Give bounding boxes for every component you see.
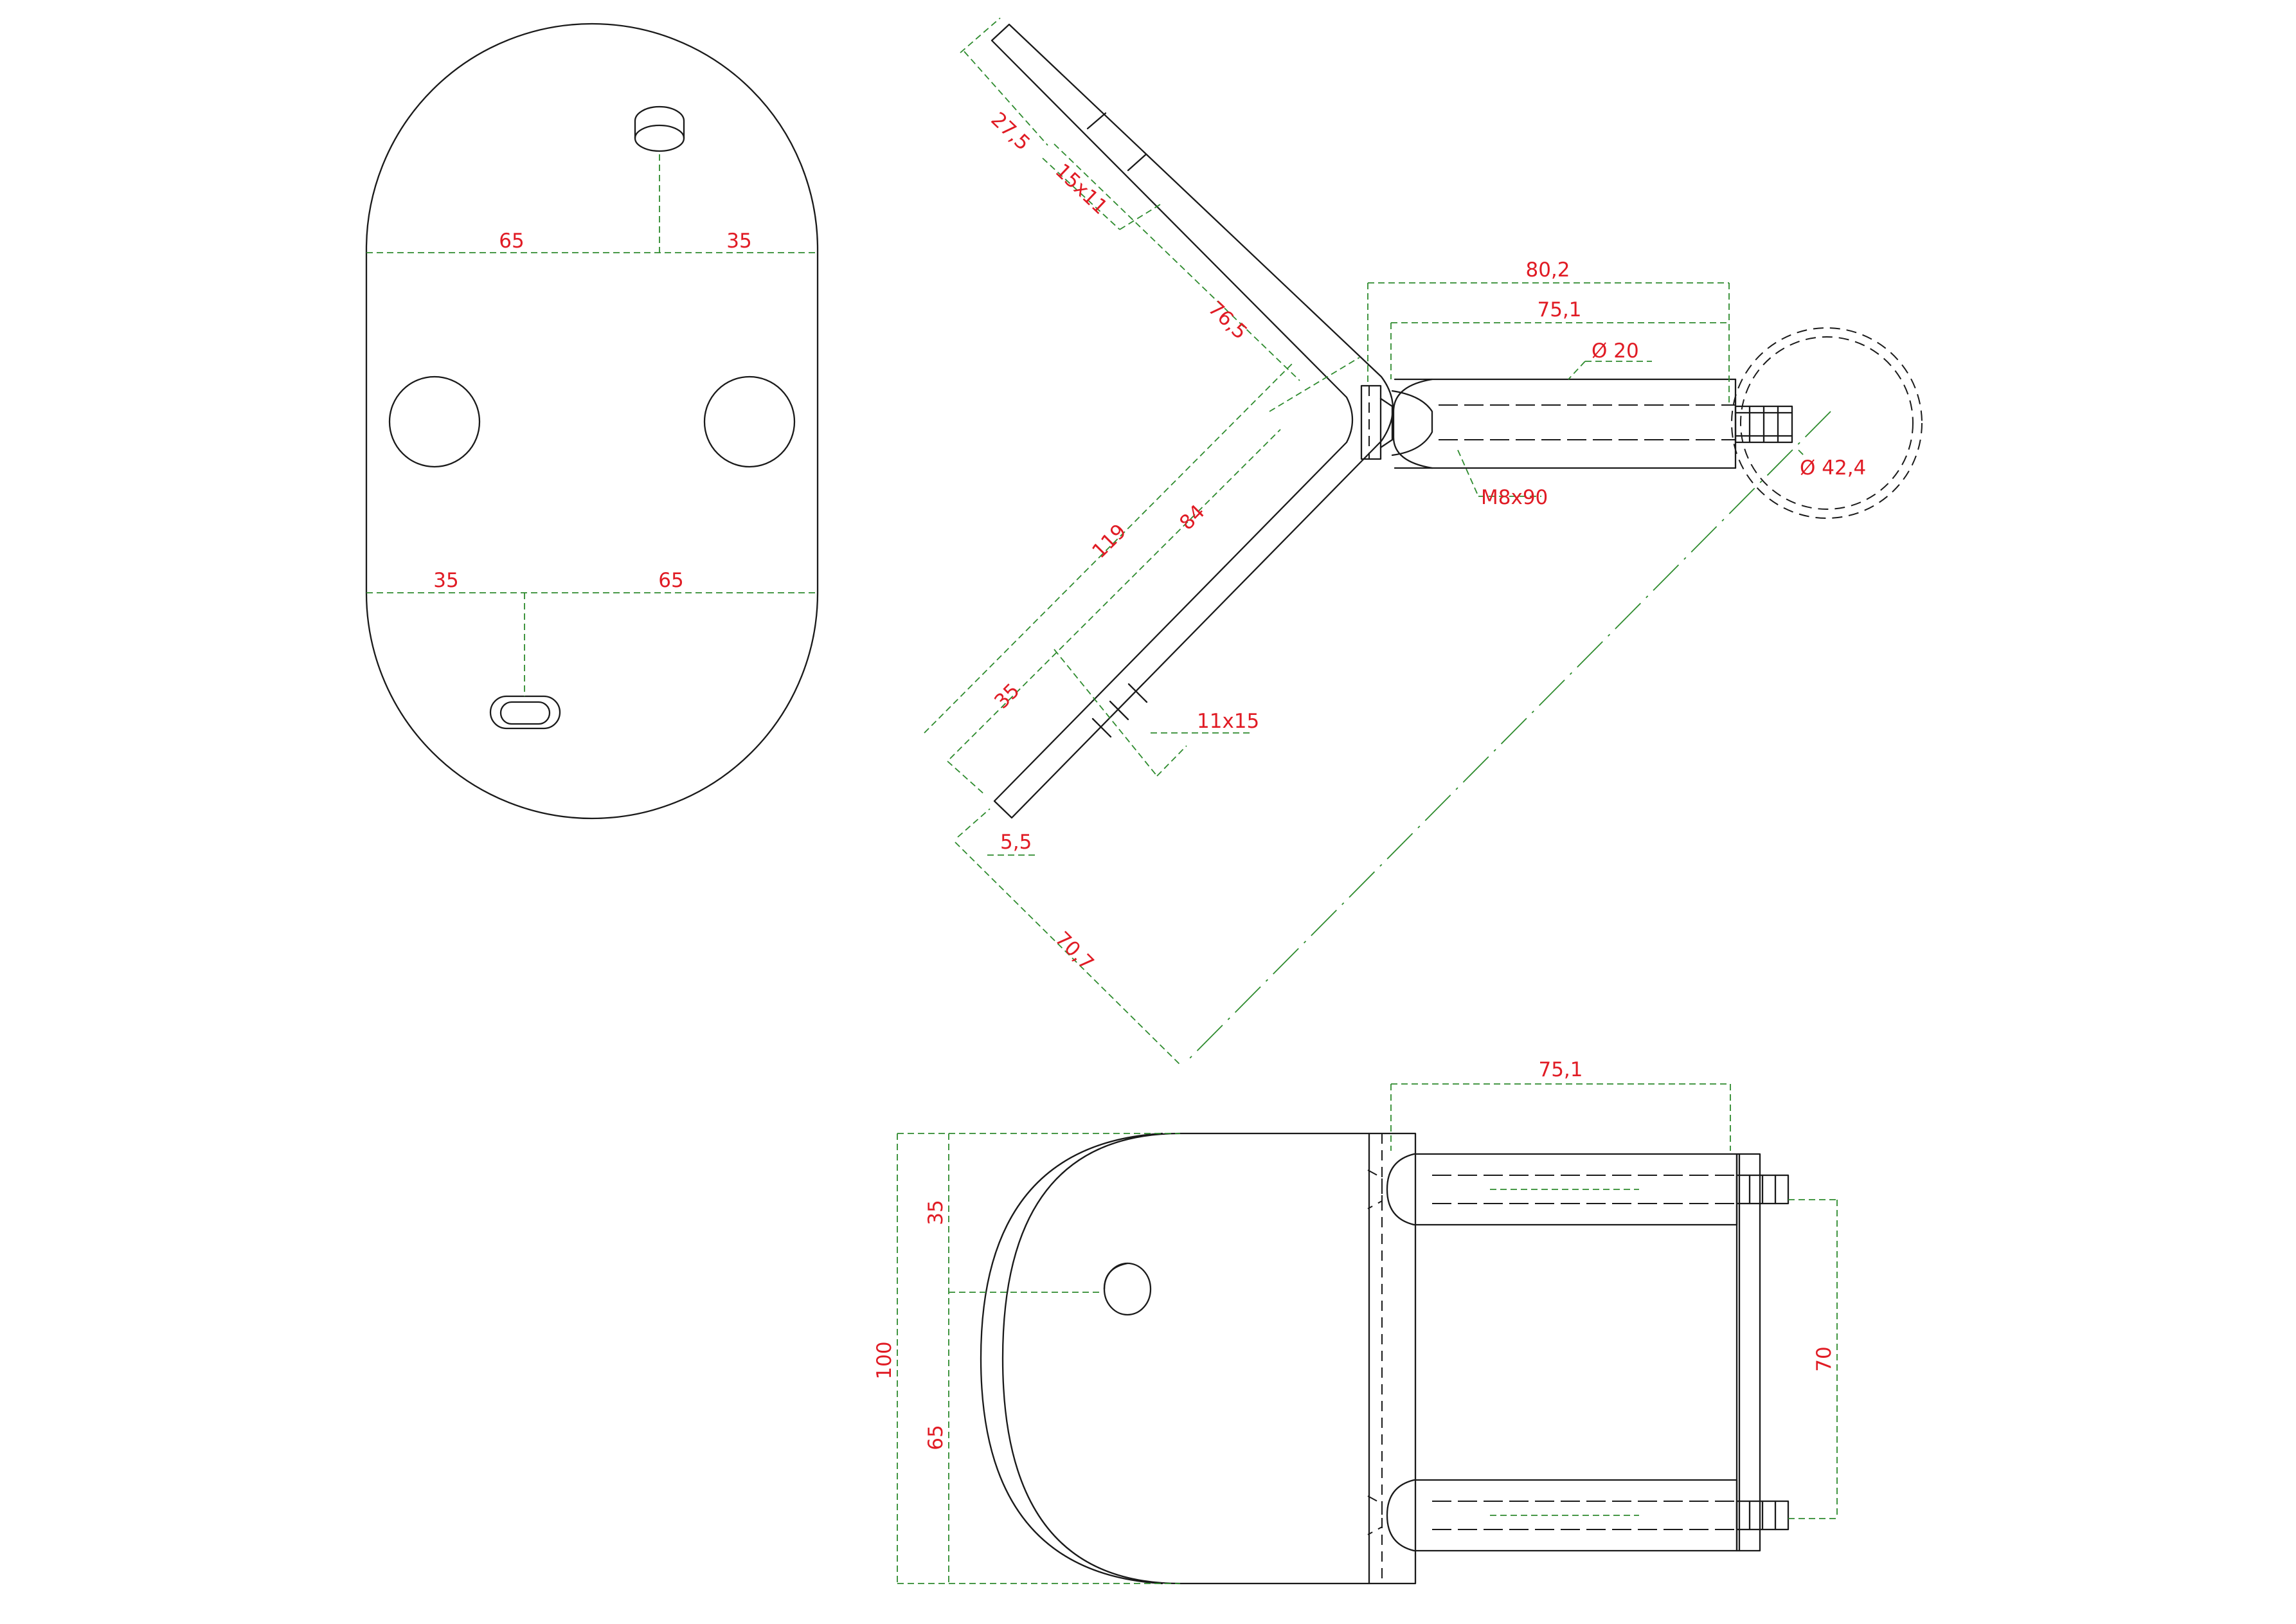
dim-label-dia-20: Ø 20 (1592, 339, 1639, 363)
slot-mark (1091, 717, 1112, 738)
countersunk-bolt-head (1360, 384, 1433, 460)
dim-label-slot-top: 15x11 (1050, 159, 1111, 219)
dim-label-65-bottom: 65 (658, 569, 683, 592)
top-view: 65 35 35 65 (365, 23, 819, 820)
round-rod (1392, 378, 1737, 469)
dim-label-119: 119 (1088, 519, 1131, 563)
small-hole-top (634, 105, 685, 152)
front-rail-plate (1735, 1153, 1761, 1552)
center-axis (1185, 411, 1831, 1063)
front-thread-stud-lower (1735, 1500, 1789, 1531)
dim-label-65-top: 65 (499, 230, 524, 253)
threaded-stud (1734, 405, 1793, 444)
dim-line (1054, 143, 1300, 381)
dim-label-80-2: 80,2 (1525, 258, 1570, 282)
dim-line-84 (949, 429, 1281, 759)
dim-line (960, 17, 1001, 53)
slot-mark (1086, 112, 1107, 130)
dim-line (1119, 204, 1161, 230)
dim-label-35-top: 35 (726, 230, 751, 253)
dim-leader-thread (1457, 449, 1479, 497)
dim-leader-dia-42 (1798, 449, 1806, 457)
front-dim-label-100: 100 (873, 1341, 896, 1379)
dim-line (964, 51, 1048, 146)
dim-line (1054, 649, 1158, 777)
dim-line-119 (924, 363, 1293, 734)
dim-label-35-bottom: 35 (433, 569, 458, 592)
handrail-tube (1731, 327, 1923, 519)
front-thread-stud-upper (1735, 1174, 1789, 1205)
bracket-outline (991, 23, 1394, 819)
plate-edge-arc (980, 1132, 1163, 1585)
front-plate-outline (1001, 1132, 1417, 1585)
dim-line-70-7 (955, 842, 1181, 1065)
mounting-hole-left (388, 375, 481, 468)
dim-leader-dia-20 (1568, 361, 1586, 380)
dim-label-thread: M8x90 (1481, 486, 1548, 509)
dim-label-slot-bottom: 11x15 (1197, 710, 1259, 733)
dim-label-35: 35 (990, 679, 1024, 713)
dim-line (1042, 158, 1120, 230)
front-dim-label-65: 65 (924, 1425, 947, 1450)
dim-line (1156, 745, 1187, 777)
plate-outline (365, 23, 819, 820)
dim-line (947, 761, 985, 795)
slot-hole-bottom (489, 695, 561, 730)
front-dim-label-75-1: 75,1 (1538, 1058, 1583, 1081)
side-view: 27,5 15x11 76,5 119 84 35 11x15 5,5 70,7… (924, 17, 1923, 1065)
dim-line (957, 808, 991, 838)
front-rod-lower (1367, 1479, 1738, 1552)
dim-label-dia-42-4: Ø 42,4 (1800, 456, 1866, 480)
dim-label-70-7: 70,7 (1050, 927, 1098, 975)
front-dim-label-70: 70 (1813, 1346, 1836, 1371)
front-rod-upper (1367, 1153, 1738, 1226)
mounting-hole-right (703, 375, 796, 468)
dim-label-75-1: 75,1 (1537, 298, 1581, 321)
front-view: 75,1 100 35 65 70 (873, 1058, 1838, 1585)
slot-mark (1109, 700, 1129, 721)
front-small-hole (1103, 1262, 1152, 1316)
front-dim-label-35: 35 (924, 1200, 947, 1225)
dim-label-5-5: 5,5 (1000, 831, 1032, 854)
dim-label-27-5: 27,5 (986, 108, 1034, 156)
slot-mark (1127, 683, 1148, 703)
dim-label-76-5: 76,5 (1203, 297, 1251, 345)
slot-mark (1127, 153, 1147, 172)
dim-line (1269, 357, 1360, 412)
